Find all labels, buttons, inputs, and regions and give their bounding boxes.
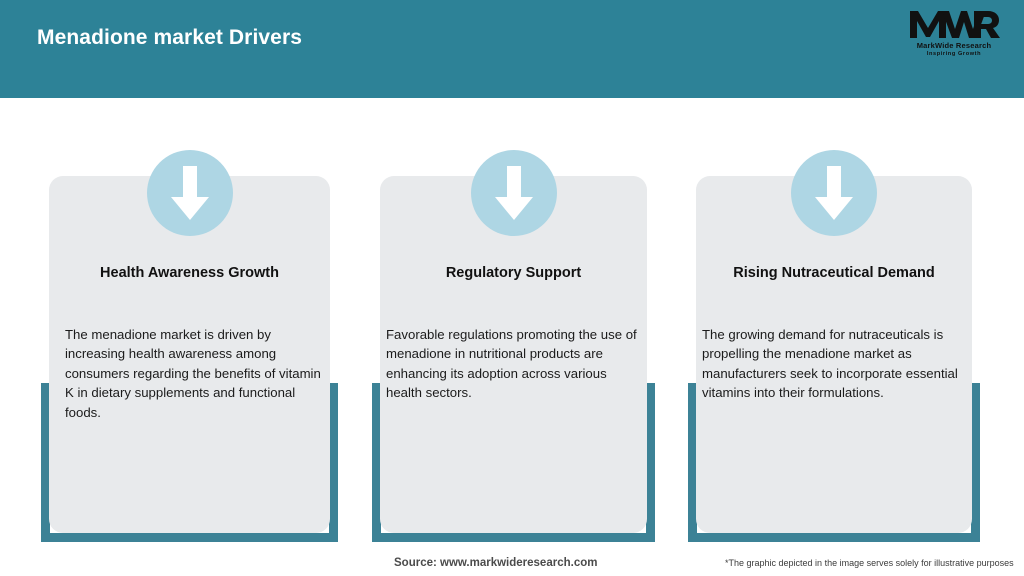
card-backing-bottom-bar (41, 533, 338, 542)
card-body: The menadione market is driven by increa… (65, 327, 321, 420)
card-title: Regulatory Support (445, 265, 582, 281)
card-body: The growing demand for nutraceuticals is… (702, 327, 958, 401)
card-backing-left-bar (372, 383, 381, 542)
card-backing-bottom-bar (372, 533, 655, 542)
card-title: Rising Nutraceutical Demand (733, 265, 935, 281)
logo-company-name: MarkWide Research (916, 41, 992, 50)
card-backing-right-bar (971, 383, 980, 542)
card-backing-left-bar (688, 383, 697, 542)
driver-card-3[interactable]: Rising Nutraceutical Demand The growing … (688, 98, 980, 543)
arrow-down-icon (791, 150, 877, 236)
card-backing-left-bar (41, 383, 50, 542)
logo-tagline: Inspiring Growth (926, 51, 982, 57)
footer-disclaimer-text: *The graphic depicted in the image serve… (725, 558, 1014, 568)
company-logo: MarkWide Research Inspiring Growth (902, 8, 1006, 60)
driver-cards-container: Health Awareness Growth The menadione ma… (0, 98, 1024, 543)
card-backing-right-bar (646, 383, 655, 542)
arrow-down-icon (146, 150, 233, 236)
card-backing-right-bar (329, 383, 338, 542)
card-body: Favorable regulations promoting the use … (386, 327, 637, 401)
card-title: Health Awareness Growth (100, 265, 279, 281)
page-title: Menadione market Drivers (37, 26, 303, 49)
card-backing-bottom-bar (688, 533, 980, 542)
driver-card-2[interactable]: Regulatory Support Favorable regulations… (372, 98, 655, 543)
footer-source-text: Source: www.markwideresearch.com (394, 557, 598, 569)
header-band: Menadione market Drivers MarkWide Resear… (0, 0, 1024, 98)
arrow-down-icon (470, 150, 557, 236)
mwr-logo-icon (910, 11, 1000, 38)
driver-card-1[interactable]: Health Awareness Growth The menadione ma… (41, 98, 338, 543)
